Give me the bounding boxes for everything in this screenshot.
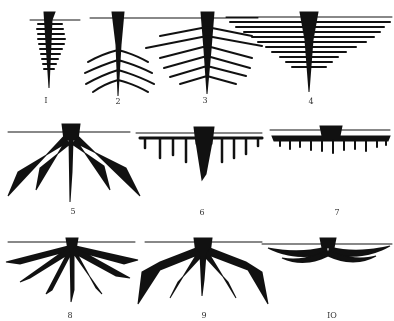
sinker-roots xyxy=(280,140,386,153)
root-arm xyxy=(74,136,140,196)
root-arm xyxy=(206,248,268,304)
figure-label-10: IO xyxy=(327,311,337,320)
root-arm xyxy=(70,250,74,302)
root-arm xyxy=(69,140,73,202)
figure-label-2: 2 xyxy=(115,97,120,106)
root-arm xyxy=(138,248,200,304)
root-figure-5 xyxy=(8,124,140,202)
figure-label-8: 8 xyxy=(67,311,72,320)
root-figure-6 xyxy=(136,127,262,180)
figure-label-4: 4 xyxy=(308,97,313,106)
figure-label-3: 3 xyxy=(202,96,207,105)
root-arm xyxy=(200,254,206,296)
root-figure-3 xyxy=(137,12,262,94)
root-figure-7 xyxy=(270,126,390,153)
root-figure-2 xyxy=(85,12,154,96)
taproot xyxy=(196,142,212,180)
taproot xyxy=(201,12,214,94)
root-figure-1 xyxy=(30,12,80,88)
root-figure-8 xyxy=(6,238,138,302)
root-figure-9 xyxy=(138,238,268,304)
stem-base xyxy=(194,127,214,144)
root-figure-10 xyxy=(262,238,392,263)
figure-label-6: 6 xyxy=(199,208,204,217)
figure-label-5: 5 xyxy=(70,207,75,216)
figure-label-9: 9 xyxy=(201,311,206,320)
stem-base xyxy=(320,238,336,248)
root-figure-4 xyxy=(226,12,392,92)
stem-base xyxy=(320,126,342,136)
figure-label-1: I xyxy=(44,96,47,105)
figure-label-7: 7 xyxy=(334,208,339,217)
root-arm xyxy=(72,140,110,190)
taproot xyxy=(112,12,124,96)
